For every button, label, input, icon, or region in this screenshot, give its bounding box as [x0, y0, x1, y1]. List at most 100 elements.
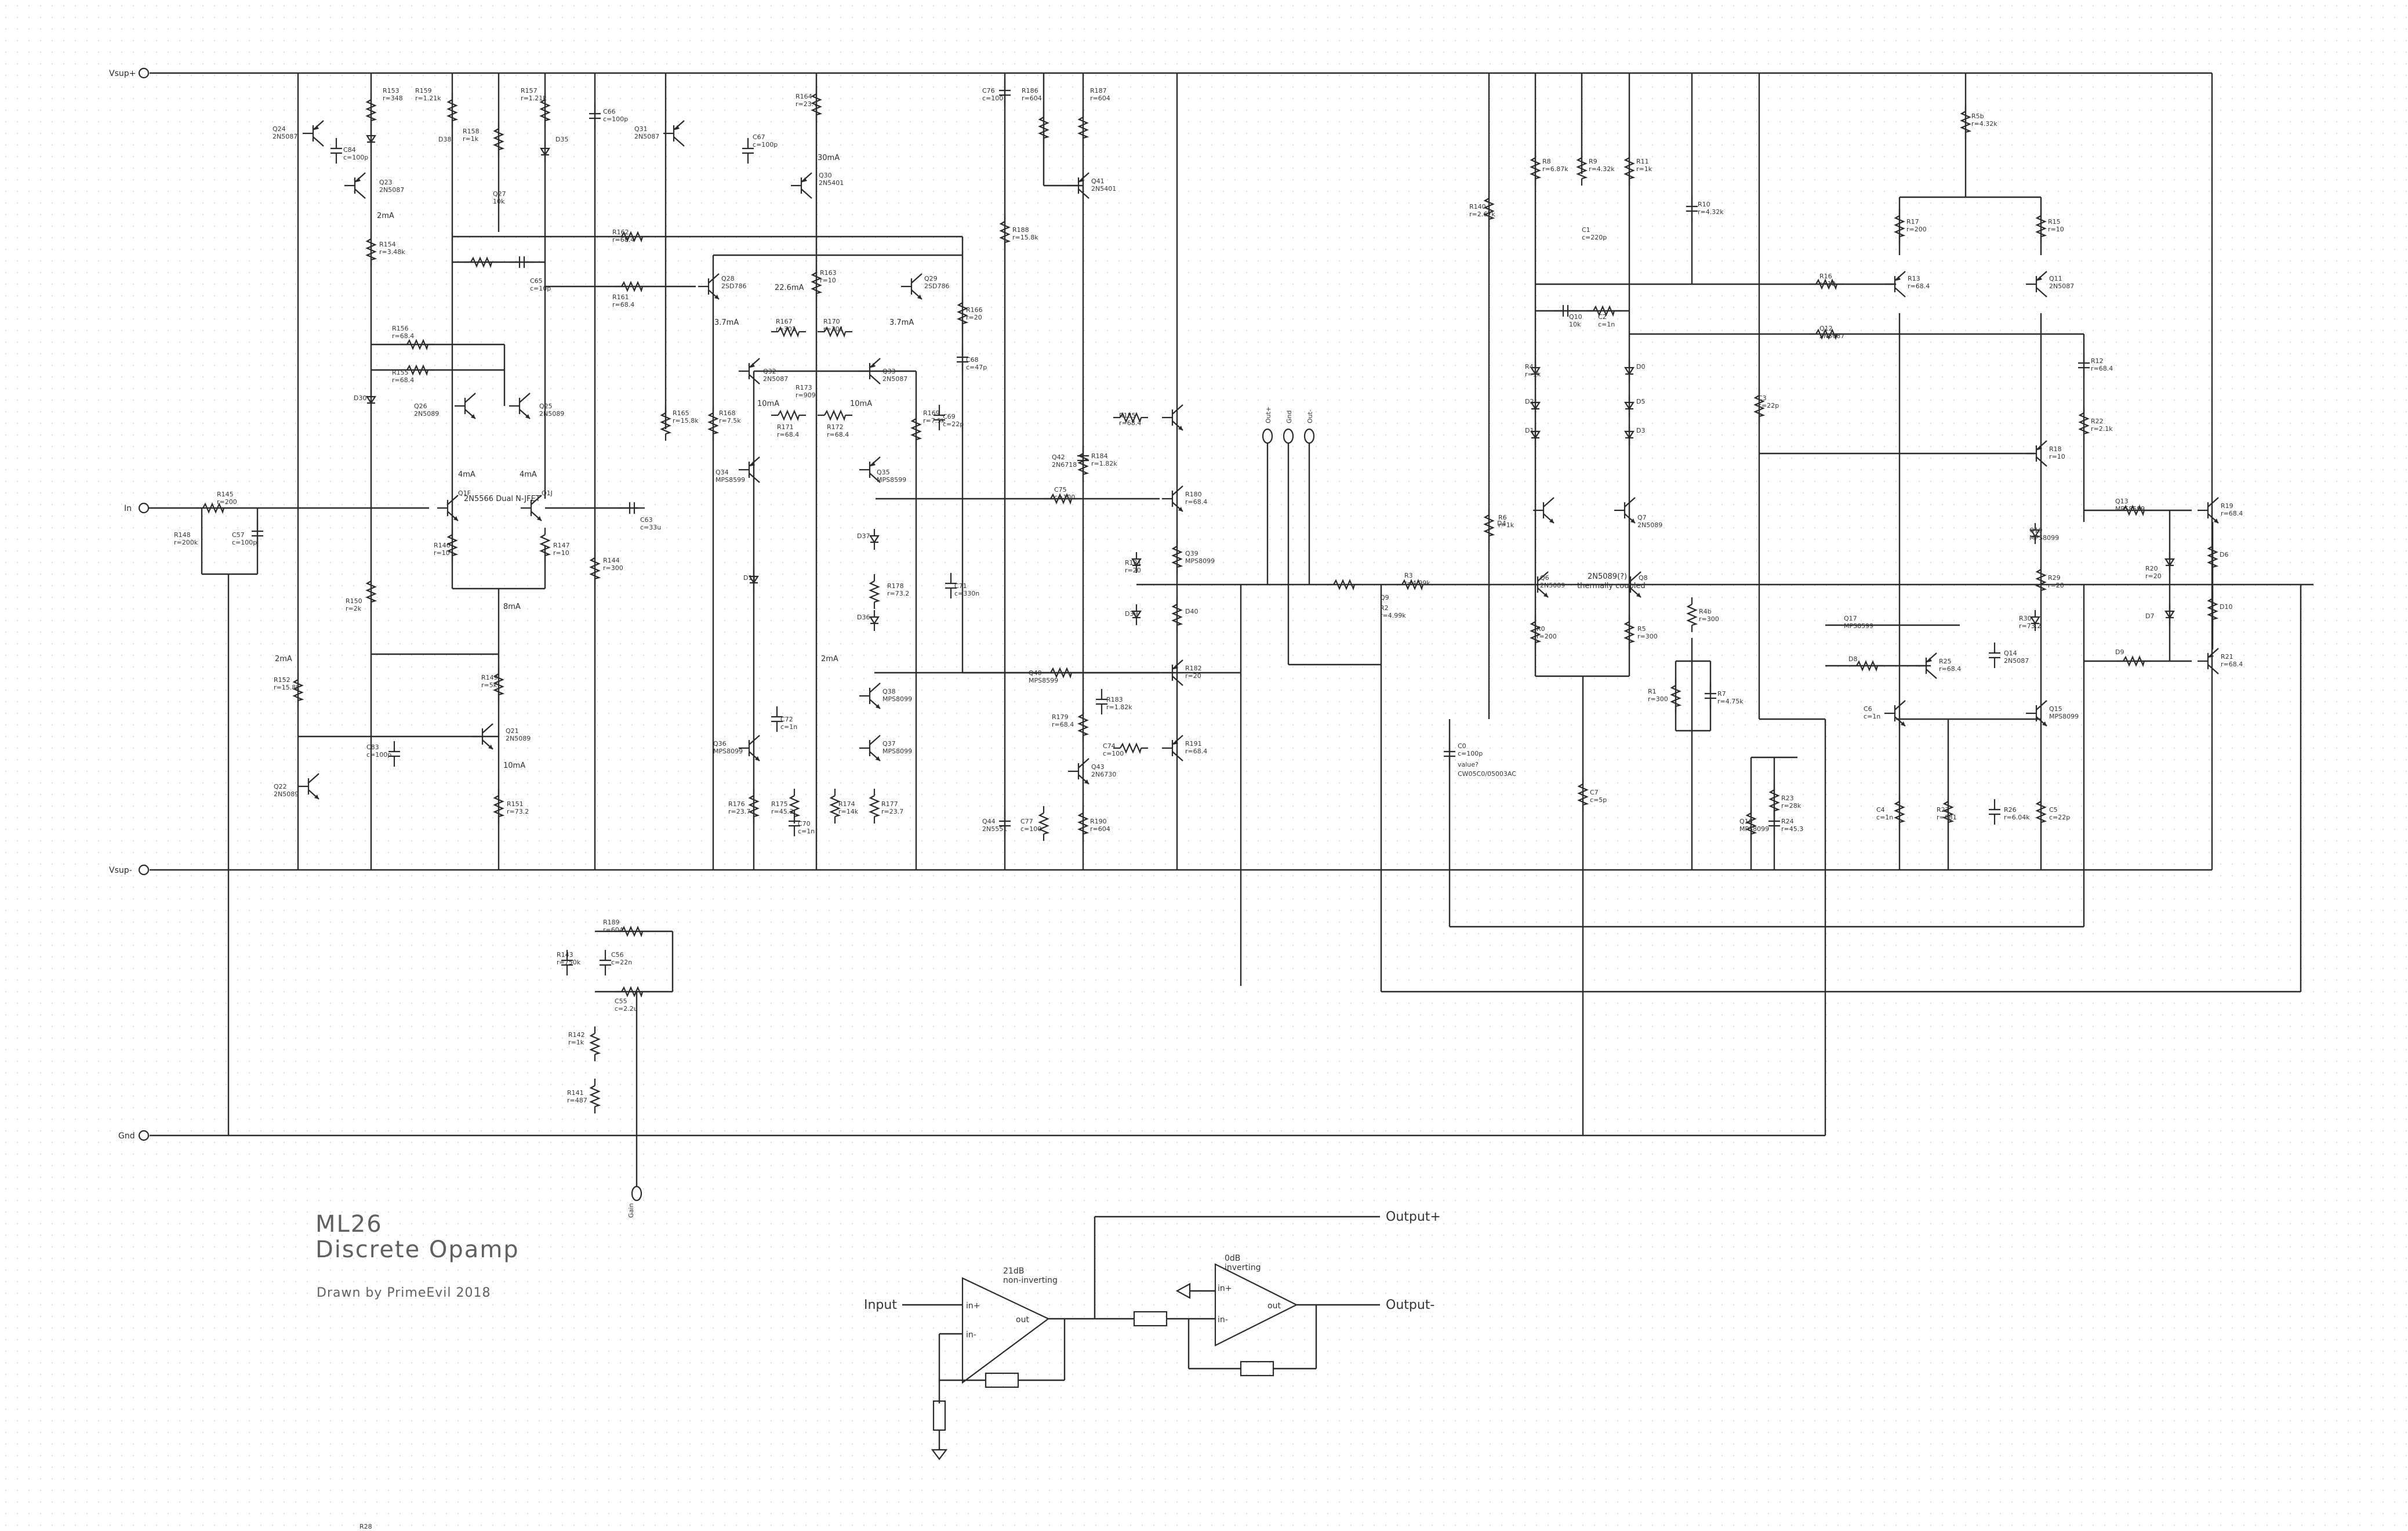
component-value: c=220p — [1582, 234, 1607, 241]
component-value: r=604 — [1022, 95, 1042, 102]
component-ref: R15 — [2048, 218, 2061, 226]
component-value: c=5p — [1590, 796, 1607, 804]
component-value: r=2.67k — [1469, 211, 1495, 218]
dual-jfet-note: 2N5566 Dual N-JFET — [464, 495, 540, 503]
component-value: r=68.4 — [1052, 721, 1074, 728]
component-ref: C84 — [343, 146, 356, 154]
svg-text:Input: Input — [864, 1298, 897, 1312]
component-value: 2SD786 — [721, 282, 746, 290]
net-label-gnd-out: Gnd — [1283, 411, 1294, 444]
component-ref: R4b — [1699, 608, 1712, 615]
component-ref: R20 — [2145, 565, 2158, 572]
component-ref: R5b — [1971, 113, 1984, 120]
component-ref: Q8 — [1639, 574, 1648, 582]
component-value: r=200 — [1906, 226, 1927, 233]
component-value: r=4.32k — [1589, 165, 1615, 173]
component-value: MPS8099 — [2049, 713, 2079, 720]
component-ref: Q17 — [1844, 615, 1857, 622]
current-label: 10mA — [850, 400, 872, 408]
component-value: 10k — [493, 198, 505, 205]
component-ref: C72 — [780, 716, 793, 723]
component-ref: Q35 — [877, 469, 890, 476]
component-value: MPS8599 — [1029, 677, 1058, 684]
component-ref: R159 — [415, 87, 432, 95]
component-value: r=6.87k — [1542, 165, 1568, 173]
component-ref: Q34 — [716, 469, 729, 476]
component-ref: Q39 — [1185, 550, 1198, 557]
title-block: ML26 Discrete Opamp Drawn by PrimeEvil 2… — [315, 1211, 518, 1300]
current-label: 8mA — [503, 603, 521, 611]
component-value: c=100p — [753, 141, 778, 148]
component-ref: R17 — [1906, 218, 1919, 226]
component-value: r=23.7 — [728, 808, 750, 815]
component-value: r=10 — [1819, 280, 1836, 288]
svg-text:Gnd: Gnd — [118, 1131, 135, 1141]
component-ref: Q16 — [1739, 818, 1753, 825]
component-ref: Q7 — [1637, 514, 1647, 521]
component-value: c=100p — [366, 751, 391, 759]
component-ref: R163 — [820, 269, 837, 277]
component-ref: R164 — [796, 93, 812, 100]
component-value: r=909 — [796, 391, 816, 399]
component-value: r=68.4 — [2221, 661, 2243, 668]
component-value: 2N5089 — [414, 410, 439, 418]
component-ref: C67 — [753, 133, 765, 141]
component-value: r=68.4 — [2091, 365, 2113, 372]
svg-text:Gnd: Gnd — [1285, 411, 1293, 423]
component-ref: R2 — [1380, 604, 1389, 612]
component-ref: Q14 — [2004, 650, 2017, 657]
component-value: r=4.99k — [1404, 579, 1430, 587]
current-label: 10mA — [757, 400, 779, 408]
component-ref: R11 — [1636, 158, 1649, 165]
component-ref: D40 — [1185, 608, 1198, 615]
svg-text:thermally coupled: thermally coupled — [1577, 582, 1646, 590]
component-ref: R165 — [673, 409, 689, 417]
component-ref: D11 — [743, 574, 756, 582]
power-rails — [150, 72, 2213, 1137]
component-ref: D10 — [2220, 603, 2232, 611]
component-value: r=487 — [567, 1097, 587, 1104]
component-ref: Q44 — [982, 818, 996, 825]
component-value: r=73.2 — [2019, 622, 2041, 630]
component-value: r=4.32k — [1698, 208, 1724, 216]
component-ref: D37 — [857, 532, 870, 540]
component-value: r=604 — [1090, 95, 1110, 102]
component-ref: R149 — [481, 674, 498, 681]
component-value: r=1k — [568, 1039, 584, 1046]
component-ref: R191 — [1185, 740, 1202, 748]
component-ref: D0 — [1636, 363, 1645, 371]
net-label-vsup-minus: Vsup- — [109, 864, 150, 876]
component-ref: C74 — [1103, 742, 1116, 750]
component-value: 2N6718 — [1052, 461, 1077, 469]
component-value: r=68.4 — [1185, 748, 1207, 755]
component-value: MPS8099 — [882, 748, 912, 755]
component-ref: C6 — [1864, 705, 1872, 713]
component-ref: D4 — [1497, 520, 1506, 527]
component-ref: R28 — [359, 1523, 372, 1530]
component-ref: Q1F — [458, 489, 471, 497]
component-ref: R19 — [2221, 502, 2233, 510]
component-value: r=20 — [2048, 582, 2064, 589]
component-ref: C4 — [1876, 806, 1885, 814]
svg-text:21dB: 21dB — [1003, 1267, 1024, 1276]
component-ref: C7 — [1590, 789, 1599, 796]
component-ref: R176 — [728, 800, 745, 808]
component-value: r=1.21k — [521, 95, 547, 102]
component-value: 2N5089 — [506, 735, 531, 742]
component-ref: C63 — [640, 516, 653, 524]
component-ref: R154 — [379, 241, 396, 248]
component-value: r=7.5k — [719, 417, 741, 425]
net-label-vsup-plus: Vsup+ — [109, 67, 150, 79]
component-value: r=68.4 — [392, 376, 414, 384]
component-value: c=100p — [343, 154, 368, 161]
svg-text:out: out — [1016, 1315, 1029, 1325]
component-ref: Q12 — [1819, 325, 1833, 332]
component-ref: Q10 — [1569, 313, 1582, 321]
component-ref: R1 — [1648, 688, 1657, 695]
component-value: r=7.5k — [923, 417, 945, 425]
svg-text:Vsup-: Vsup- — [109, 866, 132, 875]
component-value: r=68.4 — [1939, 665, 1961, 673]
component-ref: R155 — [392, 369, 409, 376]
component-value: r=15.8k — [1012, 234, 1038, 241]
component-ref: R150 — [346, 597, 362, 605]
